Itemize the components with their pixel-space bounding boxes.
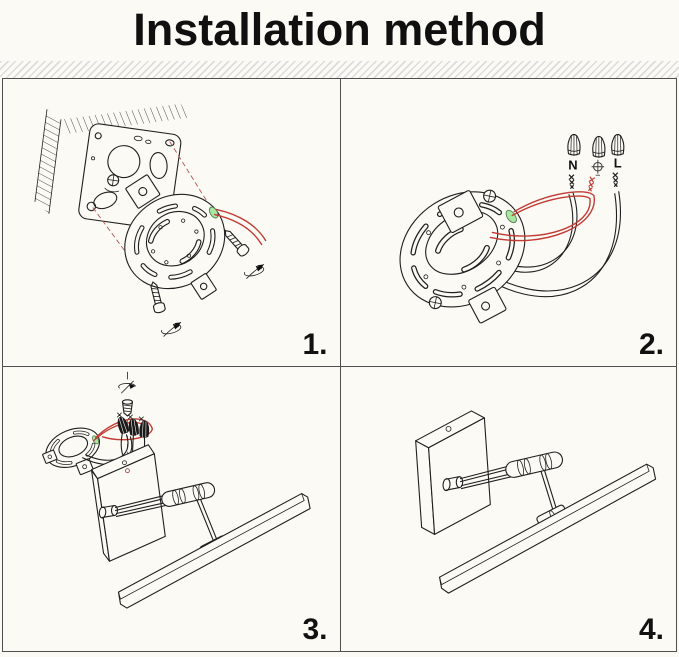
box-screw-icon	[104, 174, 120, 193]
step-number-1: 1.	[302, 328, 328, 361]
step-2-illustration: N L	[399, 133, 624, 324]
rotation-arrow-icon	[118, 380, 136, 394]
bracket-tab-top	[125, 174, 161, 209]
phillips-screw-icon	[482, 189, 496, 203]
step-number-3: 3.	[302, 613, 328, 646]
ground-symbol-icon	[591, 159, 604, 176]
light-bar	[117, 493, 311, 609]
wire-nut-icon	[115, 415, 131, 435]
wire-nut-icon	[127, 417, 140, 437]
step-1-illustration	[34, 103, 267, 337]
rotation-arrow-icon	[160, 321, 182, 337]
wire-nut-icon	[566, 133, 581, 157]
step-3-illustration	[42, 371, 311, 609]
steps-grid: 1.	[2, 78, 677, 652]
live-wire-pair	[489, 191, 595, 242]
bracket-tab-bottom	[190, 273, 217, 300]
page-title: Installation method	[133, 4, 546, 55]
step-number-4: 4.	[638, 613, 664, 646]
bracket-holes	[150, 218, 199, 265]
plate-tab	[75, 458, 94, 476]
mounting-plate	[45, 427, 100, 468]
bracket-slots	[134, 203, 216, 280]
plate-tab-top	[437, 190, 483, 233]
step-number-2: 2.	[638, 328, 664, 361]
mounting-screw-icon	[220, 226, 251, 259]
arm-rod	[540, 470, 558, 515]
neutral-label: N	[568, 158, 577, 173]
twisted-wire-end	[567, 174, 575, 190]
step-panel-2: N L 2.	[340, 79, 676, 367]
arm-rod	[196, 498, 219, 543]
plate-slots	[409, 201, 515, 298]
fixture-backplate	[91, 444, 166, 562]
wire-nut-icon	[610, 133, 624, 157]
hatch-divider	[0, 61, 679, 78]
wire-nut-icon	[591, 135, 605, 159]
twisted-wire-end	[585, 176, 595, 192]
step-4-illustration	[414, 410, 656, 594]
live-wire-pair	[213, 208, 267, 246]
mounting-bracket	[124, 193, 226, 290]
step-panel-3: 3.	[3, 367, 341, 651]
step-panel-4: 4.	[341, 367, 677, 651]
rotation-arrow-icon	[243, 263, 265, 279]
live-label: L	[613, 156, 621, 171]
twisted-wire-end	[611, 172, 618, 188]
twisted-wire-end	[117, 412, 144, 422]
mounting-plate	[399, 189, 525, 310]
phillips-screw-icon	[428, 296, 442, 310]
fixing-screw-icon	[121, 399, 133, 417]
plate-tab	[42, 449, 58, 464]
plate-tab-bottom	[467, 286, 506, 324]
step-panel-1: 1.	[3, 79, 341, 367]
fixture-backplate	[414, 410, 491, 535]
light-bar	[438, 463, 656, 594]
